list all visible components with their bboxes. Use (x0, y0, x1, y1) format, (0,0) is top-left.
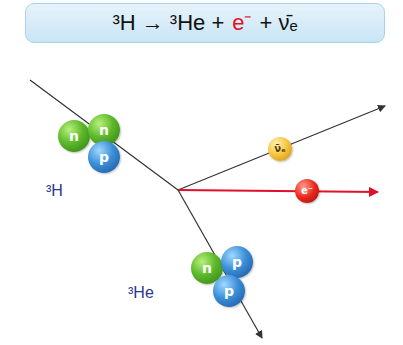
electron-ball: e⁻ (295, 179, 319, 203)
proton-ball: p (88, 141, 120, 173)
particle-symbol: n (69, 129, 79, 143)
electron-symbol: e⁻ (232, 12, 251, 34)
electron-track (178, 190, 378, 192)
particle-symbol: n (99, 123, 109, 137)
equation-text: ³H → ³He + (112, 12, 224, 34)
equation-text: + ν̄ₑ (259, 12, 297, 34)
particle-symbol: n (202, 261, 212, 275)
particle-symbol: p (232, 255, 242, 269)
antineutrino-ball: ν̄ₑ (268, 137, 292, 161)
antineutrino-track (178, 106, 385, 190)
helium-track (178, 190, 262, 338)
particle-symbol: e⁻ (301, 186, 313, 196)
particle-symbol: ν̄ₑ (274, 144, 286, 154)
particle-symbol: p (224, 284, 234, 298)
nucleus-label: ³H (46, 182, 63, 200)
tritium-track (30, 80, 178, 190)
proton-ball: p (221, 246, 253, 278)
nucleus-label: ³He (128, 284, 154, 302)
neutron-ball: n (58, 120, 90, 152)
particle-symbol: p (99, 150, 109, 164)
equation-box: ³H → ³He + e⁻ + ν̄ₑ (25, 3, 385, 43)
proton-ball: p (213, 275, 245, 307)
